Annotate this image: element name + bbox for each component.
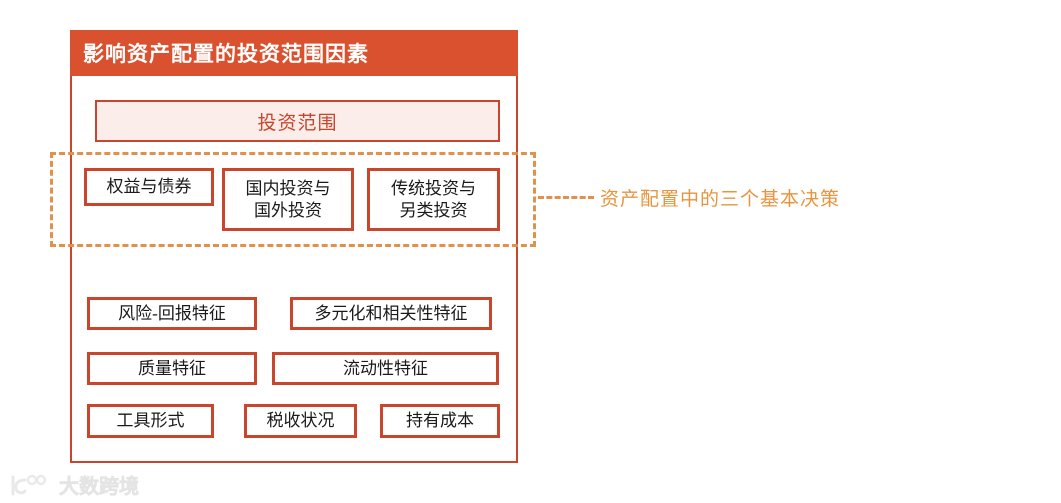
decision-box-line1: 国内投资与 <box>245 179 331 199</box>
feature-box-quality: 质量特征 <box>87 352 257 385</box>
decision-box-domestic-foreign: 国内投资与 国外投资 <box>222 168 354 231</box>
callout-connector-line <box>538 196 594 199</box>
feature-box-instrument-form: 工具形式 <box>87 404 214 438</box>
feature-box-label: 流动性特征 <box>343 358 428 378</box>
decision-box-label: 传统投资与 另类投资 <box>391 178 476 221</box>
decision-box-line1: 传统投资与 <box>391 179 476 199</box>
watermark-text: 大数跨境 <box>59 476 140 499</box>
decision-box-label: 权益与债券 <box>106 177 192 197</box>
decision-box-traditional-alternative: 传统投资与 另类投资 <box>367 168 500 231</box>
feature-box-label: 风险-回报特征 <box>118 303 226 323</box>
feature-box-label: 税收状况 <box>266 411 335 431</box>
page-title: 影响资产配置的投资范围因素 <box>83 42 369 66</box>
decision-box-line2: 另类投资 <box>399 200 468 220</box>
decision-box-label: 国内投资与 国外投资 <box>246 178 331 221</box>
callout-label: 资产配置中的三个基本决策 <box>600 189 841 210</box>
feature-box-label: 持有成本 <box>406 411 474 431</box>
decision-box-line2: 国外投资 <box>254 200 322 220</box>
feature-box-risk-return: 风险-回报特征 <box>87 297 257 330</box>
feature-box-label: 工具形式 <box>116 411 185 431</box>
feature-box-tax-status: 税收状况 <box>244 404 357 438</box>
investment-scope-card: 影响资产配置的投资范围因素 投资范围 权益与债券 国内投资与 国外投资 传统投资… <box>70 30 518 463</box>
kuajing-logo-icon <box>8 473 54 497</box>
scope-banner-label: 投资范围 <box>257 112 338 134</box>
scope-banner: 投资范围 <box>95 100 500 142</box>
feature-box-label: 质量特征 <box>138 358 206 378</box>
feature-box-holding-cost: 持有成本 <box>380 404 500 438</box>
feature-box-liquidity: 流动性特征 <box>272 352 499 385</box>
watermark: 大数跨境 <box>8 470 139 499</box>
feature-box-diversification: 多元化和相关性特征 <box>290 297 492 330</box>
feature-box-label: 多元化和相关性特征 <box>314 303 468 323</box>
decision-box-equity-bond: 权益与债券 <box>84 168 214 206</box>
card-title-bar: 影响资产配置的投资范围因素 <box>70 30 518 76</box>
